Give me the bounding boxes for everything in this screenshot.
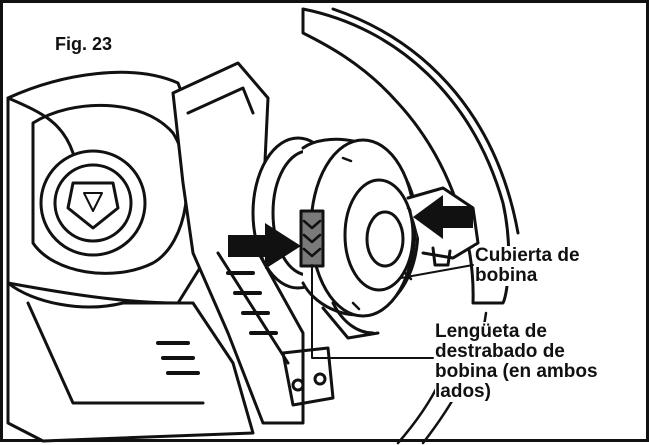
- trimmer-spool-illustration: [6, 7, 520, 445]
- release-tab: [299, 209, 325, 268]
- callout-line: bobina: [475, 264, 538, 286]
- callout-line: bobina (en ambos: [435, 360, 598, 382]
- lower-body: [6, 281, 255, 443]
- arrow-left-icon: [413, 195, 473, 239]
- arrow-right-icon: [228, 223, 301, 269]
- cover-leader: [400, 264, 474, 279]
- tab-leader: [311, 264, 434, 359]
- callout-line: destrabado de: [435, 340, 565, 362]
- callout-line: Cubierta de: [475, 245, 580, 266]
- callout-line: Lengüeta de: [435, 321, 547, 342]
- release-tab-callout: Lengüeta de destrabado de bobina (en amb…: [435, 322, 598, 402]
- callout-line: lados): [435, 380, 491, 402]
- figure-label: Fig. 23: [55, 34, 113, 54]
- spool-cover: [251, 136, 420, 340]
- spool-cover-callout: Cubierta de bobina: [475, 246, 580, 286]
- motor-housing: [6, 70, 209, 305]
